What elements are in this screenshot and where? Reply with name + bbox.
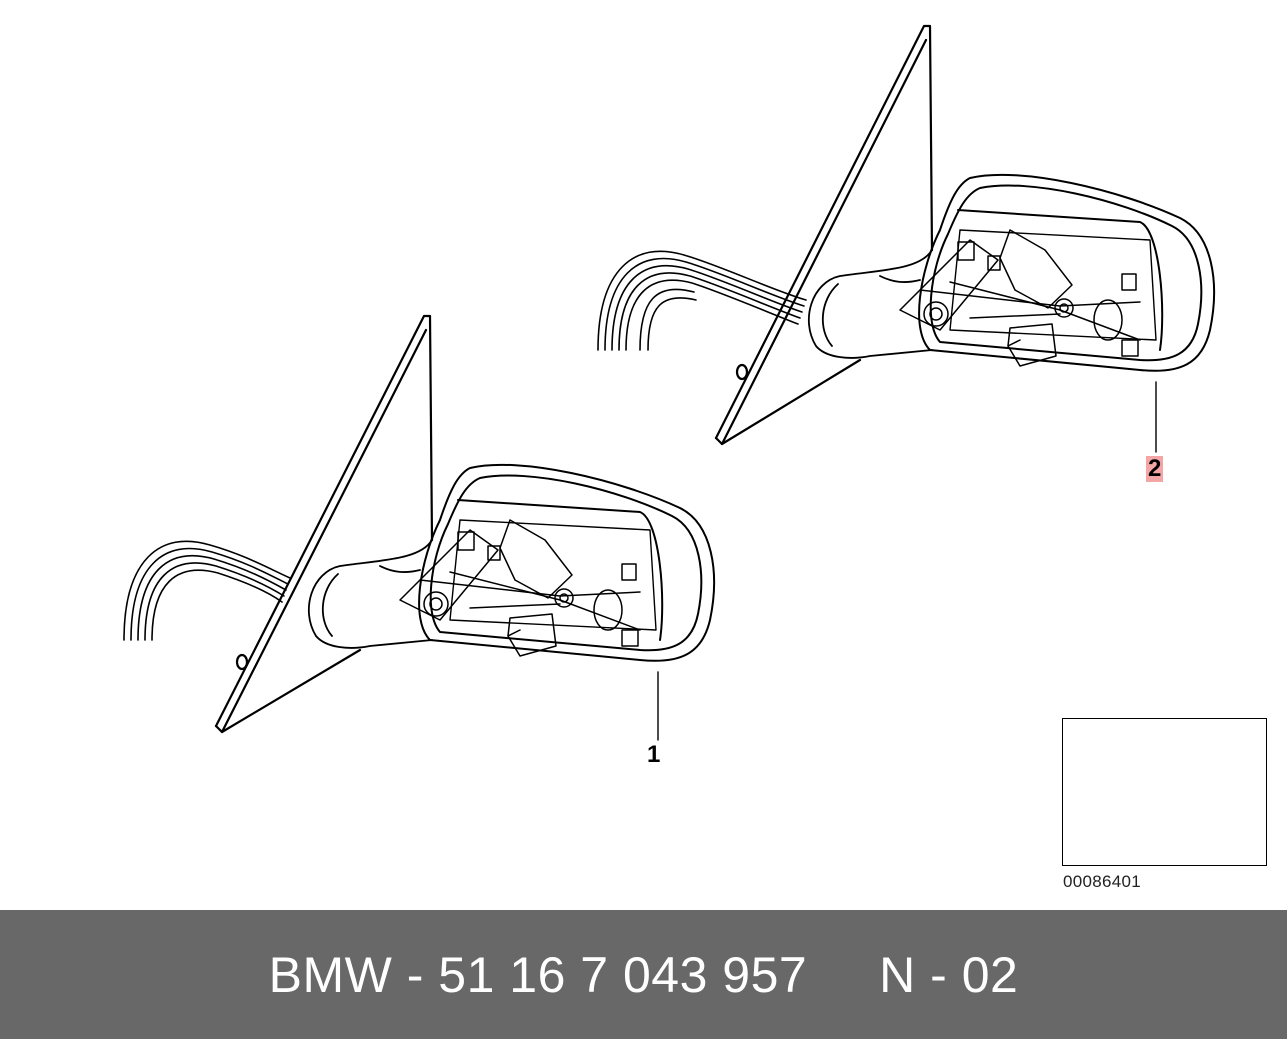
callout-2-label: 2 (1146, 455, 1164, 482)
parts-diagram: 1 2 00086401 (123, 24, 1267, 891)
callout-1-label: 1 (647, 741, 661, 768)
mirror-1-arm (307, 539, 433, 649)
mirror-2-actuator (899, 229, 1141, 367)
mirror-2-arm (807, 249, 933, 359)
mirror-assembly-1 (123, 314, 716, 741)
mirror-1-housing (418, 463, 716, 662)
thumbnail-frame (1062, 718, 1267, 866)
mirror-1-cable-icon (123, 540, 291, 641)
part-number-caption: BMW - 51 16 7 043 957 N - 02 (268, 946, 1019, 1003)
mirror-2-base-plate (714, 24, 934, 446)
mirror-2-cable-icon (597, 250, 807, 351)
mirror-2-housing (918, 173, 1216, 372)
mirror-1-actuator (399, 519, 641, 657)
reference-code: 00086401 (1063, 872, 1142, 891)
mirror-1-base-plate (214, 314, 434, 734)
mirror-assembly-2 (597, 24, 1216, 453)
footer-bar: BMW - 51 16 7 043 957 N - 02 (0, 910, 1287, 1039)
